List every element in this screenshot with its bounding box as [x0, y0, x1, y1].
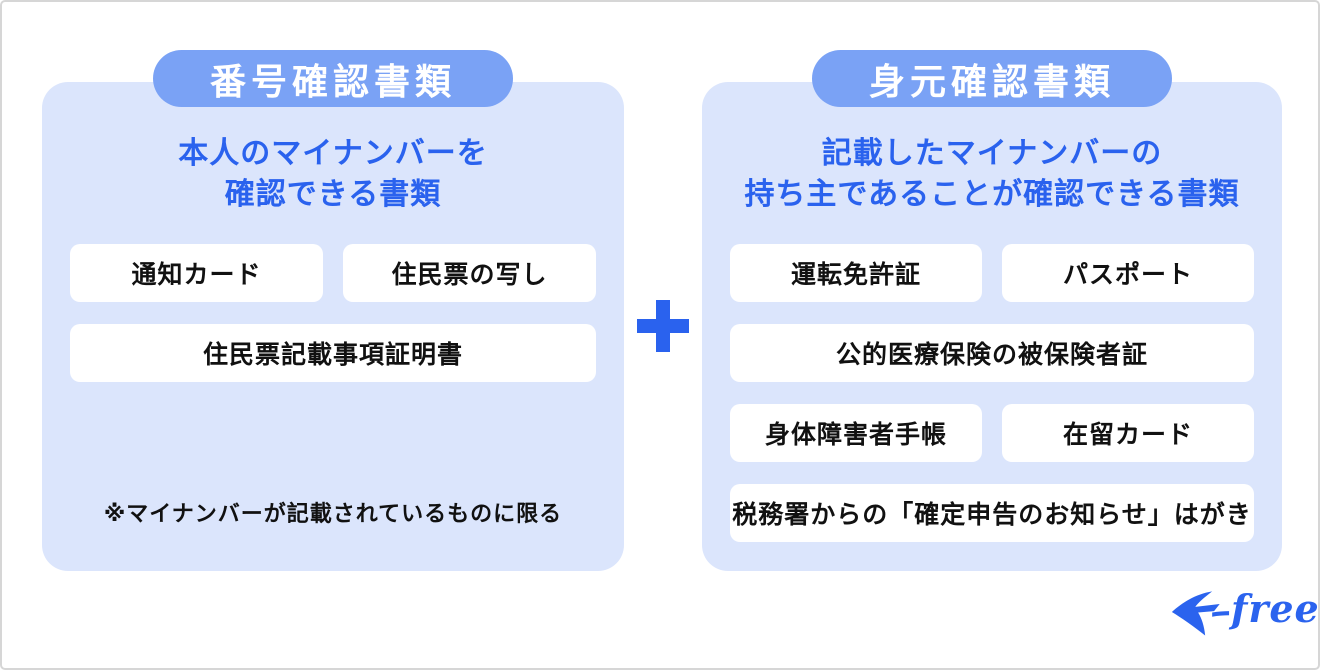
number-document-list: 通知カード 住民票の写し 住民票記載事項証明書: [70, 244, 596, 382]
chip-row: 身体障害者手帳 在留カード: [730, 404, 1254, 462]
heading-line-2: 持ち主であることが確認できる書類: [744, 178, 1240, 211]
document-chip-health-insurance-card: 公的医療保険の被保険者証: [730, 324, 1254, 382]
number-confirmation-panel: 本人のマイナンバーを 確認できる書類 通知カード 住民票の写し 住民票記載事項証…: [42, 82, 624, 571]
heading-line-2: 確認できる書類: [224, 178, 442, 211]
document-chip-disability-certificate: 身体障害者手帳: [730, 404, 982, 462]
document-chip-drivers-license: 運転免許証: [730, 244, 982, 302]
document-chip-residence-card: 在留カード: [1002, 404, 1254, 462]
logo-text: freee: [1231, 586, 1320, 631]
document-chip-resident-record-copy: 住民票の写し: [343, 244, 596, 302]
chip-row: 公的医療保険の被保険者証: [730, 324, 1254, 382]
document-chip-tax-office-postcard: 税務署からの「確定申告のお知らせ」はがき: [730, 484, 1254, 542]
number-panel-heading: 本人のマイナンバーを 確認できる書類: [42, 133, 624, 215]
badge-identity-confirmation: 身元確認書類: [812, 50, 1172, 107]
document-chip-passport: パスポート: [1002, 244, 1254, 302]
badge-number-confirmation: 番号確認書類: [153, 50, 513, 107]
chip-row: 運転免許証 パスポート: [730, 244, 1254, 302]
identity-confirmation-panel: 記載したマイナンバーの 持ち主であることが確認できる書類 運転免許証 パスポート…: [702, 82, 1282, 571]
chip-row: 住民票記載事項証明書: [70, 324, 596, 382]
plus-icon: [637, 300, 689, 352]
document-chip-notification-card: 通知カード: [70, 244, 323, 302]
identity-document-list: 運転免許証 パスポート 公的医療保険の被保険者証 身体障害者手帳 在留カード 税…: [730, 244, 1254, 542]
freee-logo: freee: [1170, 584, 1320, 640]
swallow-icon: [1171, 591, 1230, 636]
mynumber-footnote: ※マイナンバーが記載されているものに限る: [103, 501, 563, 526]
chip-row: 通知カード 住民票の写し: [70, 244, 596, 302]
chip-row: 税務署からの「確定申告のお知らせ」はがき: [730, 484, 1254, 542]
heading-line-1: 記載したマイナンバーの: [821, 137, 1163, 170]
heading-line-1: 本人のマイナンバーを: [178, 137, 488, 170]
document-chip-resident-record-certificate: 住民票記載事項証明書: [70, 324, 596, 382]
identity-panel-heading: 記載したマイナンバーの 持ち主であることが確認できる書類: [702, 133, 1282, 215]
